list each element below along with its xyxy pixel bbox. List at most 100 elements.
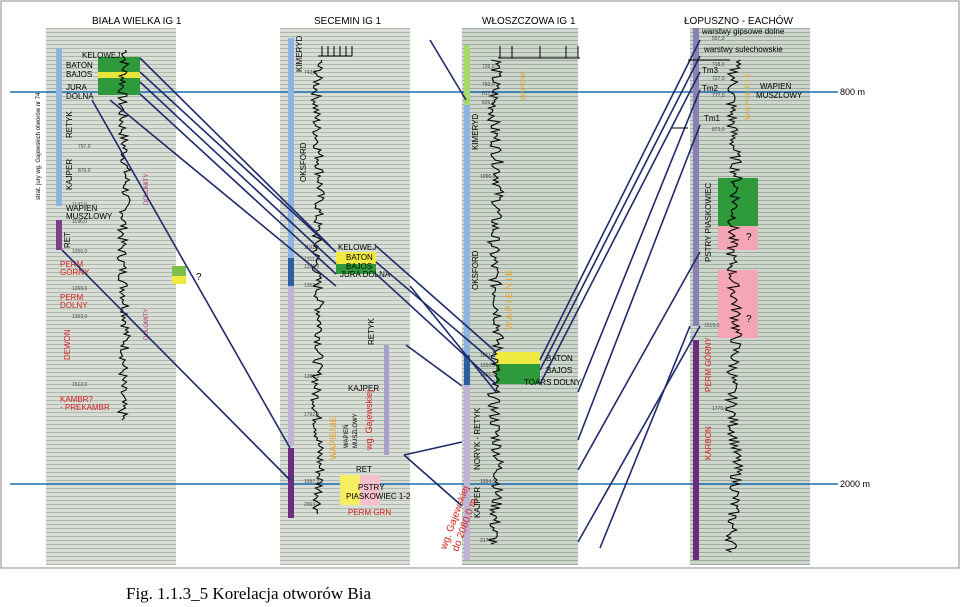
lop-question-2: ?	[746, 314, 752, 325]
sec-strip-kajper	[384, 345, 389, 455]
wl-wapienie-top: WAPIENIE	[521, 71, 527, 100]
lop-pstry: PSTRY PIASKOWIEC	[704, 182, 713, 262]
bw-kajper: KAJPER	[65, 159, 74, 190]
bw-bajos: BAJOS	[66, 70, 92, 79]
bw-depth-2: 870,0	[78, 168, 91, 174]
bw-kelowej: KELOWEJ	[82, 51, 120, 60]
figure-caption: Fig. 1.1.3_5 Korelacja otworów Bia	[126, 584, 372, 603]
sec-baton: BATON	[346, 253, 373, 262]
lop-log-curve	[723, 59, 744, 553]
sec-depth-7: 1792,5	[304, 412, 320, 418]
side-note: strat. jury wg. Gajewskich otworów nr 74	[36, 92, 42, 200]
depth-label-800: 800 m	[840, 87, 865, 97]
wl-depth-2: 793,0	[482, 82, 495, 88]
bw-dolomity-2: DOLOMITY	[144, 309, 150, 340]
bw-dolna: DOLNA	[66, 92, 94, 101]
bw-depth-6: 1269,0	[72, 286, 88, 292]
bw-small-green	[172, 266, 186, 276]
lop-strip-dark	[693, 340, 699, 560]
wl-toars: TOARS DOLNY	[524, 378, 582, 387]
sec-strip-lilac	[288, 286, 294, 446]
wl-strip-lilac	[464, 385, 470, 560]
lop-question-1: ?	[746, 232, 752, 243]
sec-kajper: KAJPER	[348, 384, 379, 393]
sec-strip-blue	[288, 38, 294, 258]
wl-depth-9: 1994,0	[480, 479, 496, 485]
wl-noryk: NORYK - RETYK	[473, 407, 482, 470]
wl-depth-3: 817,0	[482, 91, 495, 97]
sec-depth-3: 1311,0	[304, 257, 319, 263]
wl-depth-7: 1656,0	[480, 363, 496, 369]
wl-kimeryd: KIMERYD	[471, 113, 480, 150]
lop-strip-purple	[693, 28, 699, 326]
bw-dolomity-1: DOLOMITY	[144, 174, 150, 205]
bw-retyk: RETYK	[65, 111, 74, 138]
lop-gips: warstwy gipsowe dolne	[701, 27, 785, 36]
sec-strip-dark	[288, 258, 294, 286]
wl-kajper: KAJPER	[473, 487, 482, 518]
lop-karbon: KARBON	[704, 426, 713, 460]
well-title-wloszczowa: WŁOSZCZOWA IG 1	[482, 16, 576, 27]
lop-tm1: Tm1	[704, 114, 721, 123]
lop-wapienie: W A P I E N I E	[745, 73, 752, 120]
wl-oksford: OKSFORD	[471, 250, 480, 290]
bw-depth-8: 1512,0	[72, 382, 88, 388]
wl-depth-10: 2174,0	[480, 538, 496, 544]
bw-depth-1: 797,0	[78, 144, 91, 150]
scale-ticks	[318, 46, 730, 129]
well-log-curves	[116, 49, 744, 553]
sec-wapienie: WAPIENIE	[328, 416, 338, 460]
wl-depth-1: 726,0	[482, 64, 495, 70]
well-panel-biala-wielka	[46, 28, 176, 565]
bw-ret: RET	[63, 232, 72, 248]
lop-muszlowy: MUSZLOWY	[756, 91, 803, 100]
bw-perm-gorny-1: PERM	[60, 260, 83, 269]
wl-wapienie: W A P I E N I E	[504, 270, 514, 330]
bw-strip-blue	[56, 48, 62, 206]
bw-muszlowy: MUSZLOWY	[66, 212, 113, 221]
bw-perm-dolny-1: PERM	[60, 293, 83, 302]
well-title-lopuszno: ŁOPUSZNO - EACHÓW	[684, 14, 793, 27]
wl-depth-4: 826,0	[482, 100, 495, 106]
bw-perm-dolny-2: DOLNY	[60, 301, 88, 310]
sec-box-baton	[336, 252, 376, 264]
sec-piaskowiec: PIASKOWIEC 1-2	[346, 492, 411, 501]
lop-sulechow: warstwy sulechowskie	[703, 45, 783, 54]
well-panel-wloszczowa	[462, 28, 578, 565]
bw-log-curve	[116, 49, 132, 421]
wl-box-baton	[496, 352, 540, 364]
wl-log-curve	[486, 59, 505, 545]
bw-box-yellow	[98, 72, 140, 78]
bw-depth-3: 1147,0	[72, 202, 87, 208]
sec-depth-6: 1366,5	[304, 374, 320, 380]
sec-muszlowy: MUSZLOWY	[353, 413, 359, 448]
lop-depth-2: 718,0	[712, 62, 725, 68]
sec-depth-1: 743,0	[304, 70, 317, 76]
sec-oksford: OKSFORD	[299, 142, 308, 182]
lop-depth-1: 557,0	[712, 36, 725, 42]
wl-strip-dark	[464, 355, 470, 385]
sec-perm-grn: PERM GRN	[348, 508, 391, 517]
sec-pstry: PSTRY	[358, 483, 385, 492]
sec-wg-gajewskiej: wg. Gajewskiej	[364, 390, 374, 451]
lop-depth-7: 1775,0	[712, 406, 728, 412]
lop-box-pink-1	[718, 226, 758, 250]
sec-kelowej: KELOWEJ	[338, 243, 376, 252]
bw-wapien: WAPIEŃ	[66, 204, 97, 213]
sec-retyk: RETYK	[367, 318, 376, 345]
wl-depth-5: 1096,0	[480, 174, 496, 180]
sec-box-pstry	[360, 475, 380, 505]
lop-depth-3: 727,0	[712, 76, 725, 82]
wl-strip-blue	[464, 105, 470, 355]
bw-small-yellow	[172, 276, 186, 284]
lop-perm-gorny: PERM GÓRNY	[704, 337, 713, 392]
lop-depth-6: 1519,0	[704, 323, 720, 329]
sec-box-bajos	[336, 264, 376, 274]
sec-depth-5: 1352,0	[304, 283, 320, 289]
bw-depth-5: 1256,0	[72, 249, 88, 255]
sec-wapien: WAPIEŃ	[343, 425, 350, 448]
sec-box-ret	[340, 475, 360, 505]
sec-strip-purple	[288, 448, 294, 518]
well-title-secemin: SECEMIN IG 1	[314, 16, 382, 27]
sec-ret: RET	[356, 465, 372, 474]
